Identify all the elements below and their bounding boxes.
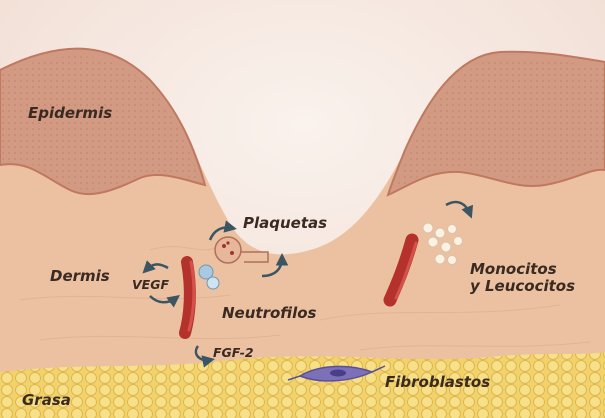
label-plaquetas: Plaquetas <box>243 215 327 232</box>
label-neutrofilos: Neutrofilos <box>222 305 316 322</box>
label-monocitos-line2: y Leucocitos <box>470 278 575 295</box>
label-monocitos: Monocitos y Leucocitos <box>470 261 575 296</box>
label-grasa: Grasa <box>22 392 71 409</box>
label-monocitos-line1: Monocitos <box>470 261 575 278</box>
blood-vessel-left <box>185 262 190 333</box>
label-vegf: VEGF <box>132 278 169 292</box>
label-fgf2: FGF-2 <box>213 346 254 360</box>
label-dermis: Dermis <box>50 268 110 285</box>
label-epidermis: Epidermis <box>28 105 112 122</box>
label-fibroblastos: Fibroblastos <box>385 374 490 391</box>
